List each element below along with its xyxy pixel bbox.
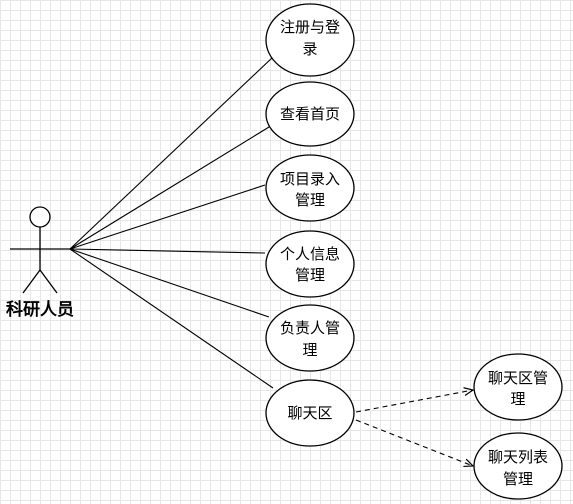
actor-stick-figure — [10, 206, 70, 294]
actor-head — [29, 206, 51, 228]
use-case-personal-info[interactable] — [265, 230, 355, 298]
project-entry-label-line1: 项目录入 — [280, 170, 340, 188]
use-case-chat-list-management[interactable] — [473, 432, 563, 500]
association-view-home — [69, 126, 270, 250]
register-login-label-line1: 注册与登 — [280, 18, 340, 36]
use-case-person-in-charge[interactable] — [265, 304, 355, 372]
use-case-chat-area-management[interactable] — [473, 353, 563, 421]
association-lines — [69, 56, 274, 389]
association-project-entry — [69, 184, 266, 250]
arrow-to-chat-list-management — [355, 419, 473, 466]
association-chat-area — [69, 248, 274, 389]
use-case-register-login[interactable] — [265, 3, 355, 77]
use-case-view-home[interactable] — [265, 81, 355, 147]
personal-info-label-line2: 管理 — [295, 266, 325, 284]
actor-label: 科研人员 — [6, 299, 74, 320]
chat-list-management-label-line2: 管理 — [503, 470, 533, 488]
extension-arrows — [355, 390, 473, 466]
actor-right-leg — [39, 269, 58, 294]
use-case-ellipses — [265, 3, 563, 500]
personal-info-label-line1: 个人信息 — [280, 245, 340, 263]
view-home-label: 查看首页 — [280, 105, 340, 123]
association-person-in-charge — [69, 248, 270, 318]
project-entry-label-line2: 管理 — [295, 191, 325, 209]
chat-list-management-label-line1: 聊天列表 — [488, 448, 548, 466]
association-personal-info — [69, 248, 266, 254]
use-case-labels: 注册与登 录 查看首页 项目录入 管理 个人信息 管理 负责人管 理 聊天区 聊… — [280, 18, 548, 488]
chat-area-label: 聊天区 — [287, 404, 332, 422]
use-case-chat-area[interactable] — [265, 379, 355, 447]
chat-area-management-label-line1: 聊天区管 — [488, 369, 548, 387]
association-register-login — [69, 56, 274, 250]
use-case-project-entry[interactable] — [265, 154, 355, 222]
actor-left-leg — [22, 269, 41, 294]
chat-area-management-label-line2: 理 — [510, 390, 525, 408]
person-in-charge-label-line1: 负责人管 — [280, 319, 340, 337]
register-login-label-line2: 录 — [302, 40, 317, 58]
arrow-to-chat-area-management — [355, 390, 473, 413]
person-in-charge-label-line2: 理 — [302, 341, 317, 359]
